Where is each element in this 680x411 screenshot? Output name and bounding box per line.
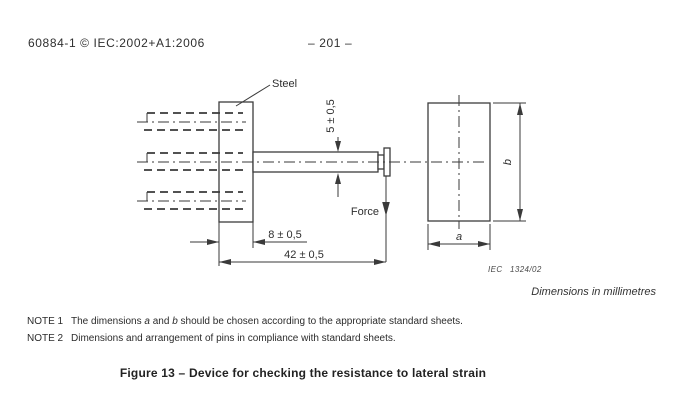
note-2-text: Dimensions and arrangement of pins in co… xyxy=(71,333,396,344)
dim-a-label: a xyxy=(456,231,462,243)
dim-b: b xyxy=(493,102,526,222)
technical-drawing: Steel 5 ± 0,5 Force 8 ± 0,5 xyxy=(137,78,542,274)
dim-overall-length-label: 42 ± 0,5 xyxy=(284,249,324,261)
force-arrow: Force xyxy=(351,176,390,262)
note-1: NOTE 1 The dimensions a and b should be … xyxy=(27,316,463,327)
dim-plate-thickness-label: 8 ± 0,5 xyxy=(268,229,302,241)
units-note: Dimensions in millimetres xyxy=(531,286,656,298)
dim-pin-diameter: 5 ± 0,5 xyxy=(325,99,341,197)
dim-a: a xyxy=(427,224,491,250)
dim-overall-length: 42 ± 0,5 xyxy=(219,249,386,265)
dim-plate-thickness: 8 ± 0,5 xyxy=(190,222,307,266)
note-1-label: NOTE 1 xyxy=(27,316,64,327)
hidden-pin-middle xyxy=(144,152,243,171)
hidden-pin-top xyxy=(137,112,246,131)
notes-block: NOTE 1 The dimensions a and b should be … xyxy=(27,316,463,350)
hidden-pin-bottom xyxy=(137,191,246,210)
standard-reference: 60884-1 © IEC:2002+A1:2006 xyxy=(28,36,205,50)
steel-leader-line xyxy=(235,84,271,107)
iec-ref-prefix: IEC xyxy=(488,265,503,274)
iec-ref-number: 1324/02 xyxy=(510,265,542,274)
dim-pin-diameter-label: 5 ± 0,5 xyxy=(325,99,337,133)
force-label: Force xyxy=(351,206,379,218)
dim-b-label: b xyxy=(502,159,514,165)
note-1-text: The dimensions a and b should be chosen … xyxy=(71,316,463,327)
figure-caption: Figure 13 – Device for checking the resi… xyxy=(119,366,487,380)
note-2: NOTE 2 Dimensions and arrangement of pin… xyxy=(27,333,463,344)
steel-label: Steel xyxy=(272,78,297,90)
note-2-label: NOTE 2 xyxy=(27,333,64,344)
page-number: – 201 – xyxy=(308,36,353,50)
